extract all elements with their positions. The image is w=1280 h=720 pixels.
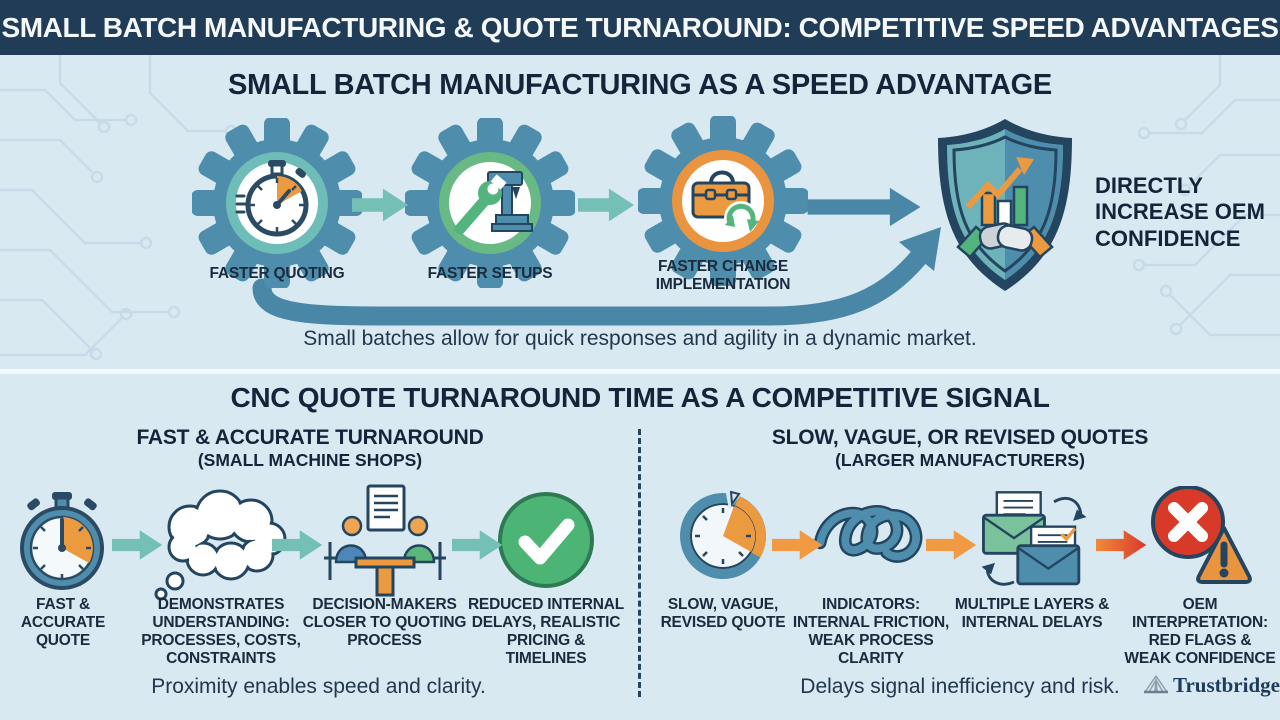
arrow-right-icon	[272, 530, 323, 560]
left-caption: Proximity enables speed and clarity.	[151, 675, 486, 698]
step-label-fast-accurate-quote: FAST & ACCURATE QUOTE	[20, 596, 106, 649]
right-caption: Delays signal inefficiency and risk.	[800, 675, 1120, 698]
check-circle-icon	[498, 492, 594, 588]
header-bar: SMALL BATCH MANUFACTURING & QUOTE TURNAR…	[0, 0, 1280, 55]
arrow-right-icon	[578, 188, 635, 222]
step-label-oem-interpretation: OEM INTERPRETATION: RED FLAGS & WEAK CON…	[1124, 596, 1276, 667]
arrow-right-icon	[1096, 530, 1147, 560]
envelopes-cycle-icon	[981, 491, 1087, 586]
outcome-label: DIRECTLY INCREASE OEM CONFIDENCE	[1095, 173, 1265, 251]
brand-logo: Trustbridge	[1143, 672, 1280, 698]
circuit-pattern-icon	[0, 55, 238, 361]
step-label-decision-makers: DECISION-MAKERS CLOSER TO QUOTING PROCES…	[302, 596, 467, 649]
page-title: SMALL BATCH MANUFACTURING & QUOTE TURNAR…	[1, 11, 1279, 43]
shield-handshake-icon	[938, 119, 1072, 291]
machine-tools-gear-icon	[405, 118, 575, 288]
arrow-right-icon	[112, 530, 163, 560]
toolbox-refresh-gear-icon	[638, 116, 808, 286]
thought-cloud-icon	[154, 489, 287, 601]
step-label-faster-setups: FASTER SETUPS	[427, 265, 553, 282]
bridge-logo-icon	[1144, 674, 1168, 694]
step-label-faster-quoting: FASTER QUOTING	[209, 265, 345, 282]
top-caption: Small batches allow for quick responses …	[303, 327, 977, 350]
bottom-section-title: CNC QUOTE TURNAROUND TIME AS A COMPETITI…	[230, 382, 1050, 413]
swoosh-arrow-icon	[252, 227, 941, 326]
step-label-demonstrates-understanding: DEMONSTRATES UNDERSTANDING: PROCESSES, C…	[141, 596, 301, 667]
arrow-right-icon	[807, 187, 921, 227]
step-label-reduced-delays: REDUCED INTERNAL DELAYS, REALISTIC PRICI…	[467, 596, 625, 667]
right-column-subheading: (LARGER MANUFACTURERS)	[835, 450, 1085, 470]
arrow-right-icon	[352, 188, 409, 222]
brand-name: Trustbridge	[1173, 672, 1280, 697]
right-column-heading: SLOW, VAGUE, OR REVISED QUOTES	[771, 426, 1149, 449]
step-label-indicators-friction: INDICATORS: INTERNAL FRICTION, WEAK PROC…	[792, 596, 950, 667]
tangled-knot-icon	[813, 505, 923, 563]
circuit-pattern-icon	[1132, 55, 1280, 337]
section-divider	[0, 369, 1280, 374]
stopwatch-gear-icon	[192, 118, 362, 288]
left-column-subheading: (SMALL MACHINE SHOPS)	[197, 450, 423, 470]
step-label-slow-vague-quote: SLOW, VAGUE, REVISED QUOTE	[660, 596, 786, 631]
step-label-multiple-layers: MULTIPLE LAYERS & INTERNAL DELAYS	[954, 596, 1110, 631]
error-warning-icon	[1151, 486, 1252, 584]
stopwatch-icon	[20, 492, 104, 590]
top-section-title: SMALL BATCH MANUFACTURING AS A SPEED ADV…	[228, 69, 1052, 101]
top-section: SMALL BATCH MANUFACTURING AS A SPEED ADV…	[0, 55, 1280, 369]
arrow-right-icon	[772, 530, 823, 560]
arrow-right-icon	[452, 530, 503, 560]
meeting-table-icon	[324, 484, 446, 597]
arrow-right-icon	[926, 530, 977, 560]
bottom-section: CNC QUOTE TURNAROUND TIME AS A COMPETITI…	[0, 374, 1280, 720]
left-column-heading: FAST & ACCURATE TURNAROUND	[136, 426, 484, 449]
step-label-faster-change: FASTER CHANGE IMPLEMENTATION	[655, 258, 791, 293]
column-divider	[638, 429, 641, 697]
broken-clock-icon	[680, 488, 766, 579]
